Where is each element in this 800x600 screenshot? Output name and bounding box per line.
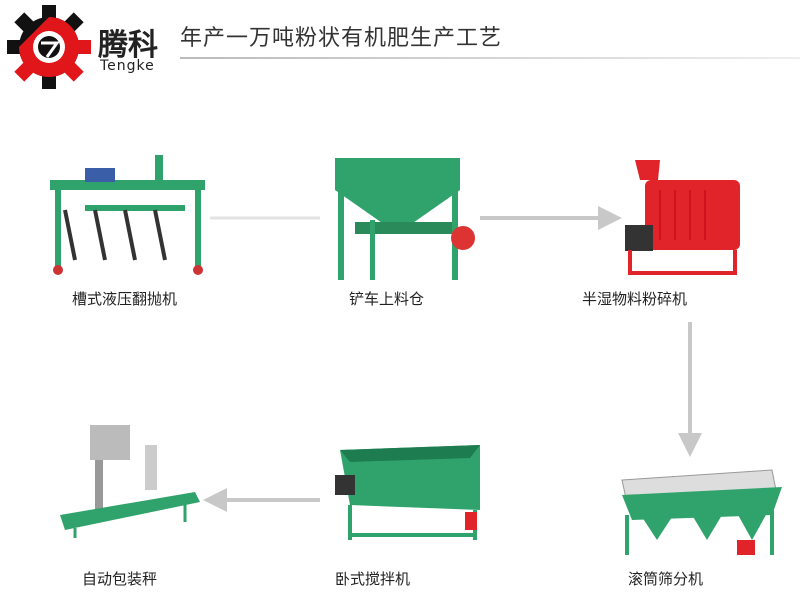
trough-turner-image [50,155,205,275]
brand-name: 腾科 [98,28,158,63]
step-label-hopper: 铲车上料仓 [349,290,425,308]
crusher-image [625,160,740,275]
step-label-crusher: 半湿物料粉碎机 [582,290,688,308]
drum-screener-image [621,469,782,555]
tengke-gear-logo [7,5,91,89]
packing-scale-image [60,425,200,538]
step-label-turner: 槽式液压翻抛机 [72,290,178,308]
loader-hopper-image [335,158,475,280]
title-divider [180,57,800,59]
brand-name-en: Tengke [100,58,155,74]
horizontal-mixer-image [335,445,480,540]
step-label-packing: 自动包装秤 [82,570,158,588]
page-title: 年产一万吨粉状有机肥生产工艺 [180,26,503,51]
step-label-screener: 滚筒筛分机 [628,570,704,588]
step-label-mixer: 卧式搅拌机 [335,570,411,588]
